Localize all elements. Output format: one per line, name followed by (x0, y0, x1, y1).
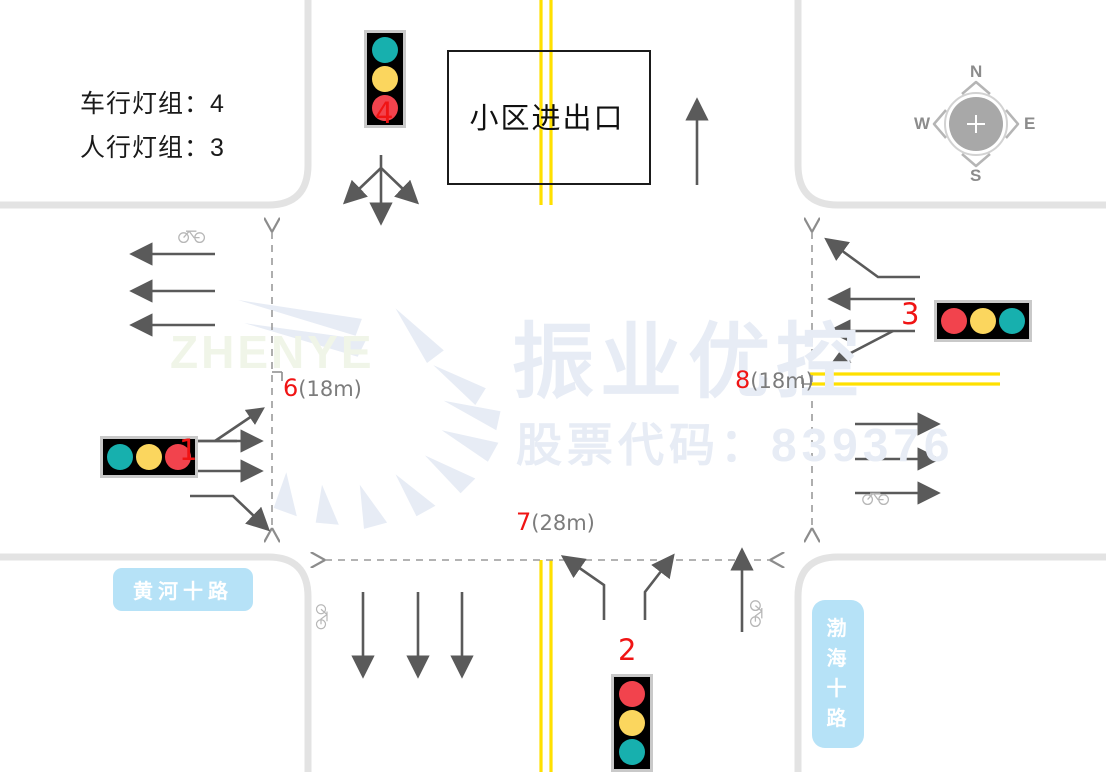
bulb-green (619, 739, 645, 765)
light-group-counters: 车行灯组：4 人行灯组：3 (80, 82, 225, 170)
crosswalk-dim-east-number: 8 (735, 366, 751, 394)
street-label-vertical: 渤 海 十 路 (812, 600, 864, 748)
crosswalk-dimension-lines (272, 232, 812, 560)
bike-lane-icon-east (862, 492, 890, 506)
crosswalk-dim-south-number: 7 (516, 508, 532, 536)
bulb-yellow (136, 444, 162, 470)
crosswalk-dim-west-number: 6 (283, 374, 299, 402)
bulb-yellow (619, 710, 645, 736)
bike-lane-icon-south (749, 600, 763, 628)
bike-lane-icon-south-out (315, 604, 328, 630)
community-entrance-label: 小区进出口 (469, 103, 625, 135)
lane-arrows-west-outbound (129, 242, 215, 337)
street-label-horizontal: 黄河十路 (113, 568, 253, 611)
compass-north-label: N (970, 62, 983, 81)
bulb-green (999, 308, 1025, 334)
traffic-light-1-number: 1 (179, 433, 198, 467)
traffic-light-1[interactable] (100, 436, 198, 478)
street-v-char-0: 渤 (826, 618, 850, 640)
lane-arrows-south-outbound (351, 592, 474, 679)
street-v-char-3: 路 (826, 708, 850, 730)
vehicle-light-count: 车行灯组：4 (80, 90, 225, 118)
bulb-red (619, 681, 645, 707)
traffic-light-2[interactable] (611, 674, 653, 772)
pedestrian-light-count: 人行灯组：3 (80, 134, 225, 162)
bulb-yellow (372, 66, 398, 92)
compass-rose (932, 80, 1020, 168)
traffic-light-3-number: 3 (901, 297, 920, 331)
crosswalk-dim-east: 8(18m) (735, 366, 814, 394)
bulb-red (165, 444, 191, 470)
center-lines (539, 0, 1000, 772)
street-v-char-2: 十 (826, 678, 850, 700)
bulb-green (107, 444, 133, 470)
bulb-green (372, 37, 398, 63)
dim-ticks (272, 371, 812, 385)
street-v-char-1: 海 (826, 648, 850, 670)
lane-arrows-south-approach (560, 547, 754, 632)
crosswalk-dim-south-distance: (28m) (531, 511, 595, 535)
crosswalk-dim-south: 7(28m) (516, 508, 595, 536)
compass-east-label: E (1024, 114, 1036, 133)
lane-arrows-west-approach (190, 407, 271, 532)
lane-arrows-east-outbound (855, 412, 941, 505)
traffic-light-4[interactable] (364, 30, 406, 128)
crosswalk-dim-west: 6(18m) (283, 374, 362, 402)
lane-arrows-north-approach (342, 97, 709, 226)
community-entrance-box (447, 50, 651, 185)
lane-arrows-east-approach (824, 237, 920, 364)
compass-west-label: W (914, 114, 931, 133)
traffic-light-4-number: 4 (375, 96, 394, 130)
bike-lane-icon-west (178, 230, 206, 244)
bulb-yellow (970, 308, 996, 334)
bulb-red (372, 95, 398, 121)
bulb-red (941, 308, 967, 334)
traffic-light-3[interactable] (934, 300, 1032, 342)
crosswalk-dim-east-distance: (18m) (750, 369, 814, 393)
compass-south-label: S (970, 166, 982, 185)
traffic-light-2-number: 2 (618, 633, 637, 667)
watermark-fan-logo (238, 300, 501, 529)
crosswalk-dim-west-distance: (18m) (298, 377, 362, 401)
